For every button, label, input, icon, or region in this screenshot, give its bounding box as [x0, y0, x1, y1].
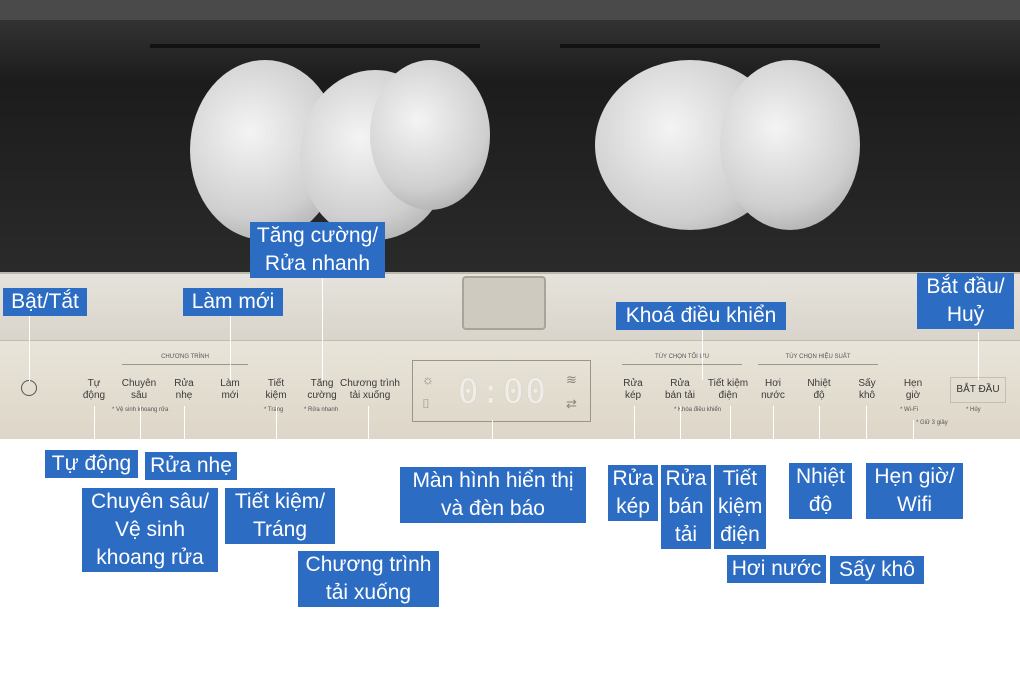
callout-hoi-nuoc: Hơi nước [727, 555, 826, 583]
display-window [412, 360, 591, 422]
button-chuyen-sau[interactable]: Chuyên sâu [121, 378, 157, 401]
sun-icon: ☼ [422, 372, 434, 387]
callout-hen-gio: Hẹn giờ/ Wifi [866, 463, 963, 519]
group-performance-line [758, 364, 878, 365]
callout-tiet-kiem-dien: Tiết kiệm điện [714, 465, 766, 549]
sub-khoa: * Khóa điều khiển [674, 407, 722, 413]
button-rua-kep[interactable]: Rửa kép [623, 378, 643, 401]
tub-top-frame [0, 0, 1020, 20]
leader-rua-nhe [184, 406, 185, 452]
leader-bat-dau [978, 332, 979, 380]
door-latch [462, 276, 546, 330]
button-tu-dong[interactable]: Tự động [82, 378, 106, 401]
leader-hoi-nuoc [773, 406, 774, 554]
group-optimal-title: TÙY CHỌN TỐI ƯU [655, 354, 709, 360]
button-tang-cuong[interactable]: Tăng cường [307, 378, 337, 401]
button-rua-nhe[interactable]: Rửa nhẹ [174, 378, 194, 401]
control-panel [0, 340, 1020, 439]
bowl-5 [720, 60, 860, 230]
group-performance-title: TÙY CHỌN HIỆU SUẤT [785, 354, 851, 360]
callout-bat-dau: Bắt đầu/ Huỷ [917, 273, 1014, 329]
leader-tang-cuong [322, 278, 323, 380]
callout-rua-nhe: Rửa nhẹ [145, 452, 237, 480]
button-lam-moi[interactable]: Làm mới [220, 378, 240, 401]
display-digits: 0:00 [458, 372, 548, 412]
button-tiet-kiem[interactable]: Tiết kiệm [265, 378, 287, 401]
button-nhiet-do[interactable]: Nhiệt độ [807, 378, 831, 401]
group-program-line [122, 364, 248, 365]
dishwasher-photo [0, 0, 1020, 439]
group-program-title: CHƯƠNG TRÌNH [161, 354, 209, 360]
leader-tiet-kiem-dien [730, 406, 731, 466]
leader-lam-moi [230, 316, 231, 380]
leader-tiet-kiem [276, 406, 277, 488]
leader-khoa [702, 330, 703, 380]
wifi-icon: ≋ [566, 372, 577, 387]
leader-chuong-trinh [368, 406, 369, 552]
upper-rack-right [560, 44, 880, 48]
callout-man-hinh: Màn hình hiển thị và đèn báo [400, 467, 586, 523]
group-optimal-line [622, 364, 742, 365]
sub-huy: * Hủy [966, 407, 981, 413]
start-button[interactable]: BẮT ĐẦU [950, 377, 1006, 403]
leader-rua-ban-tai [680, 406, 681, 466]
bowl-3 [370, 60, 490, 210]
callout-rua-ban-tai: Rửa bán tải [661, 465, 711, 549]
callout-tang-cuong: Tăng cường/ Rửa nhanh [250, 222, 385, 278]
callout-tiet-kiem: Tiết kiệm/ Tráng [225, 488, 335, 544]
dishwasher-tub [0, 0, 1020, 272]
callout-bat-tat: Bật/Tắt [3, 288, 87, 316]
sync-icon: ⇄ [566, 396, 577, 411]
power-icon[interactable] [21, 380, 37, 396]
button-rua-ban-tai[interactable]: Rửa bán tải [664, 378, 696, 401]
sub-rua-nhanh: * Rửa nhanh [304, 407, 339, 413]
callout-nhiet-do: Nhiệt độ [789, 463, 852, 519]
sub-giu: * Giữ 3 giây [916, 420, 948, 426]
tray-icon: ⌷ [422, 396, 430, 411]
button-hoi-nuoc[interactable]: Hơi nước [761, 378, 785, 401]
button-tiet-kiem-dien[interactable]: Tiết kiệm điện [707, 378, 749, 401]
callout-chuyen-sau: Chuyên sâu/ Vệ sinh khoang rửa [82, 488, 218, 572]
button-say-kho[interactable]: Sấy khô [858, 378, 876, 401]
button-hen-gio[interactable]: Hẹn giờ [903, 378, 923, 401]
leader-tu-dong [94, 406, 95, 452]
leader-rua-kep [634, 406, 635, 466]
leader-nhiet-do [819, 406, 820, 464]
callout-rua-kep: Rửa kép [608, 465, 658, 521]
callout-lam-moi: Làm mới [183, 288, 283, 316]
sub-wifi: * Wi-Fi [900, 407, 918, 413]
leader-bat-tat [29, 316, 30, 382]
upper-rack-left [150, 44, 480, 48]
leader-man-hinh [492, 420, 493, 466]
callout-khoa: Khoá điều khiển [616, 302, 786, 330]
leader-hen-gio [913, 420, 914, 464]
callout-tu-dong: Tự động [45, 450, 138, 478]
button-chuong-trinh-tai-xuong[interactable]: Chương trình tải xuống [340, 378, 400, 401]
callout-chuong-trinh: Chương trình tải xuống [298, 551, 439, 607]
sub-trang: * Tráng [264, 407, 284, 413]
leader-chuyen-sau [140, 406, 141, 488]
callout-say-kho: Sấy khô [830, 556, 924, 584]
